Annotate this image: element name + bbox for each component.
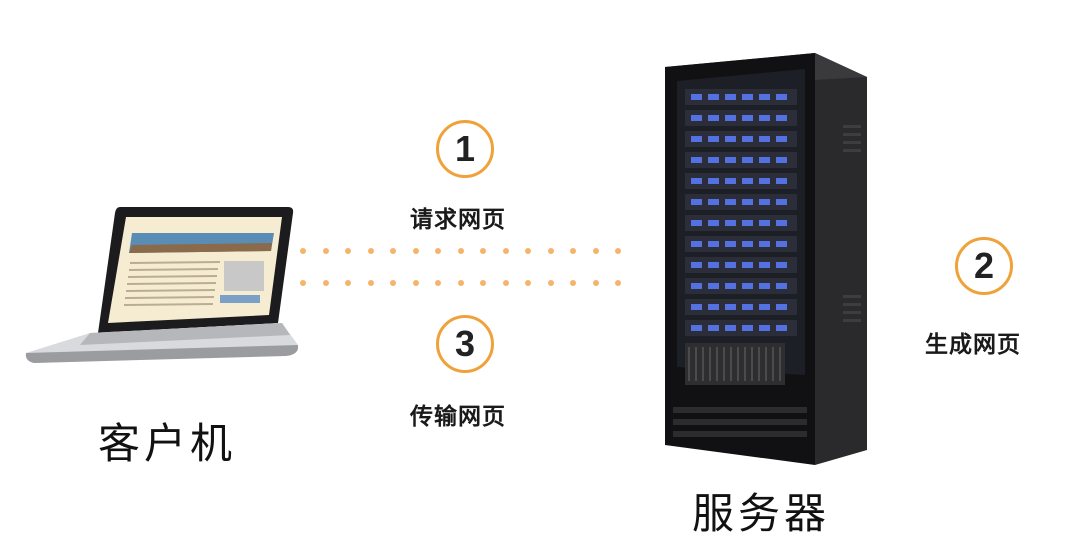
connection-dot [322,248,329,254]
connection-dot [390,280,396,286]
connection-dot [300,280,306,286]
connection-dot [367,280,374,286]
connection-dot [322,280,329,286]
connection-dot [480,280,486,286]
connection-dot [457,248,464,254]
step-3-number: 3 [454,323,476,364]
step-3-badge: 3 [436,315,494,373]
connection-dot [457,280,464,286]
connection-dot [345,248,351,254]
connection-dot [345,280,351,286]
laptop-icon [25,207,299,363]
connection-dot [570,248,576,254]
server-rack-icon [665,53,867,465]
step-2-badge: 2 [955,237,1013,295]
connection-dot [547,280,554,286]
connection-dot [592,248,599,254]
connection-dot [525,248,531,254]
connection-dot [502,248,509,254]
step-1-number: 1 [454,128,476,169]
connection-dot [367,248,374,254]
connection-dot [502,280,509,286]
step-2-label: 生成网页 [925,332,1021,358]
connection-dot [412,280,419,286]
connection-dot [570,280,576,286]
connection-dot [412,248,419,254]
connection-dot [390,248,396,254]
step-3-label: 传输网页 [410,404,506,430]
connection-dot [480,248,486,254]
connection-dot [592,280,599,286]
connection-dot [525,280,531,286]
step-1-badge: 1 [436,120,494,178]
step-1-label: 请求网页 [410,207,506,233]
connection-dot [615,248,621,254]
client-label: 客户机 [98,419,237,468]
connection-dot [300,248,306,254]
server-label: 服务器 [692,489,831,538]
connection-dot [435,248,441,254]
connection-dot [547,248,554,254]
connection-dot [435,280,441,286]
connection-dot [615,280,621,286]
step-2-number: 2 [973,245,995,286]
